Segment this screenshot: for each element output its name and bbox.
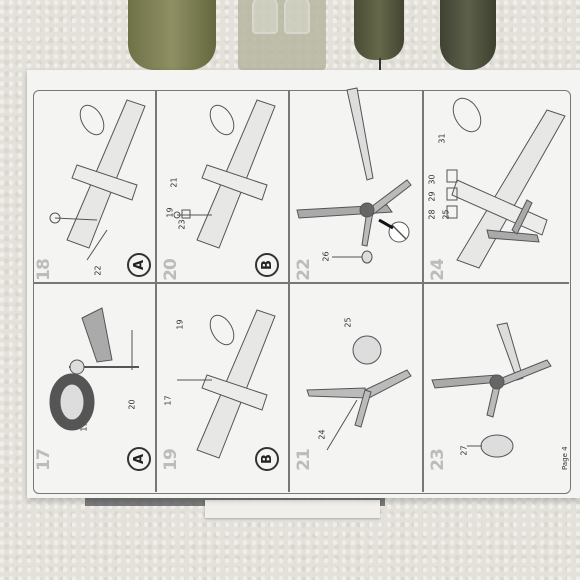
sprue-rod: [379, 58, 381, 70]
assembly-drawings: [49, 87, 566, 459]
dark-kit-part-right: [440, 0, 496, 70]
paper-under: [205, 500, 380, 518]
sheet-frame: [33, 90, 571, 494]
instruction-sheet: 18 17 20 19 22 21 24 23 A A B B 22 21 20…: [27, 70, 580, 498]
clear-parts-sprue: [238, 0, 326, 70]
dark-kit-part: [354, 0, 404, 60]
green-kit-part: [128, 0, 216, 70]
